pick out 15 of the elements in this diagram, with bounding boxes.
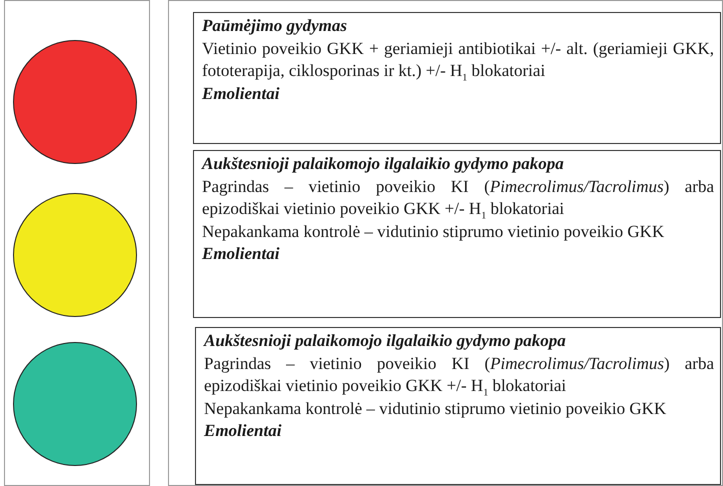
box-text: Vietinio poveikio GKK + geriamieji antibiotikai +/- alt. (geriamieji GKK, fototerapija, ciklosporinas ir kt.) +/- H$_{1}$ blokatoriai <box>202 38 714 82</box>
box-text: Nepakankama kontrolė – vidutinio stiprumo vietinio poveikio GKK <box>204 398 668 420</box>
box-text: Pagrindas – vietinio poveikio KI (Pimecrolimus/Tacrolimus) arba epizodiškai vietinio poveikio GKK +/- H$_{1}$ blokatoriai <box>202 176 714 220</box>
box-footer: Emolientai <box>204 420 714 442</box>
treatment-box <box>195 327 721 485</box>
box-heading: Paūmėjimo gydymas <box>202 15 348 37</box>
treatment-box <box>193 150 721 318</box>
traffic-light-housing <box>4 0 150 486</box>
box-heading: Aukštesnioji palaikomojo ilgalaikio gydymo pakopa <box>204 330 567 352</box>
box-footer: Emolientai <box>202 243 714 266</box>
box-text: Pagrindas – vietinio poveikio KI (Pimecrolimus/Tacrolimus) arba epizodiškai vietinio poveikio GKK +/- H$_{1}$ blokatoriai <box>204 352 714 398</box>
box-heading: Aukštesnioji palaikomojo ilgalaikio gydymo pakopa <box>202 153 565 175</box>
box-footer: Emolientai <box>202 82 714 105</box>
box-text: Nepakankama kontrolė – vidutinio stiprumo vietinio poveikio GKK <box>202 220 666 243</box>
treatment-box <box>193 12 721 144</box>
